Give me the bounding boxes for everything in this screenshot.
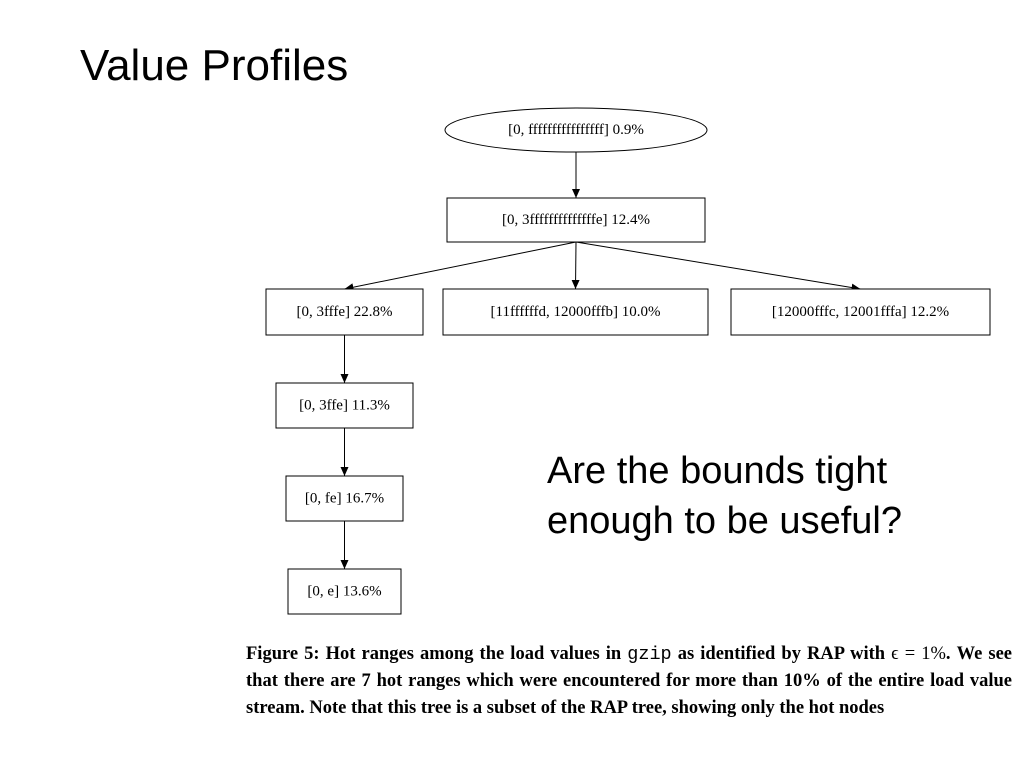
tree-node-root-label: [0, ffffffffffffffff] 0.9% xyxy=(508,122,644,138)
tree-edges xyxy=(340,152,861,569)
tree-node-n3: [11ffffffd, 12000fffb] 10.0% xyxy=(442,288,709,336)
hot-range-tree-diagram: [0, ffffffffffffffff] 0.9% [0, 3fffffffff… xyxy=(265,107,991,615)
figure-caption: Figure 5: Hot ranges among the load valu… xyxy=(246,641,1012,722)
caption-middle: as identified by RAP with xyxy=(671,644,892,664)
caption-program-name: gzip xyxy=(627,644,672,665)
tree-node-root-shape xyxy=(444,107,708,153)
tree-node-n4-shape xyxy=(730,288,991,336)
question-line-1: Are the bounds tight xyxy=(547,450,888,492)
tree-node-n7-label: [0, e] 13.6% xyxy=(307,584,381,600)
caption-prefix: Figure 5: Hot ranges among the load valu… xyxy=(246,644,628,664)
tree-node-n1-label: [0, 3ffffffffffffffe] 12.4% xyxy=(502,212,650,228)
tree-edge-n1-to-n2 xyxy=(344,241,577,292)
tree-node-n6: [0, fe] 16.7% xyxy=(285,475,404,522)
tree-node-n3-shape xyxy=(442,288,709,336)
tree-node-n5-label: [0, 3ffe] 11.3% xyxy=(299,398,390,414)
tree-node-n6-shape xyxy=(285,475,404,522)
slide-question: Are the bounds tight enough to be useful… xyxy=(547,446,902,546)
tree-node-n3-label: [11ffffffd, 12000fffb] 10.0% xyxy=(491,304,661,320)
tree-edge-n1-to-n4 xyxy=(575,241,861,292)
tree-node-n4: [12000fffc, 12001fffa] 12.2% xyxy=(730,288,991,336)
slide-title: Value Profiles xyxy=(80,41,349,90)
tree-edge-n1-to-n3 xyxy=(571,241,580,290)
tree-node-n1-shape xyxy=(446,197,706,243)
tree-node-n2-label: [0, 3fffe] 22.8% xyxy=(296,304,392,320)
tree-node-n2-shape xyxy=(265,288,424,336)
tree-node-n2: [0, 3fffe] 22.8% xyxy=(265,288,424,336)
tree-node-n4-label: [12000fffc, 12001fffa] 12.2% xyxy=(772,304,949,320)
tree-node-n1: [0, 3ffffffffffffffe] 12.4% xyxy=(446,197,706,243)
tree-node-root: [0, ffffffffffffffff] 0.9% xyxy=(444,107,708,153)
caption-formula: ϵ = 1% xyxy=(891,644,946,664)
tree-node-n7: [0, e] 13.6% xyxy=(287,568,402,615)
tree-nodes: [0, ffffffffffffffff] 0.9% [0, 3fffffffff… xyxy=(265,107,991,615)
caption-suffix: . We see that there are 7 hot ranges whi… xyxy=(246,644,1012,718)
tree-node-n5-shape xyxy=(275,382,414,429)
tree-node-n5: [0, 3ffe] 11.3% xyxy=(275,382,414,429)
tree-node-n7-shape xyxy=(287,568,402,615)
tree-node-n6-label: [0, fe] 16.7% xyxy=(305,491,384,507)
question-line-2: enough to be useful? xyxy=(547,500,902,542)
